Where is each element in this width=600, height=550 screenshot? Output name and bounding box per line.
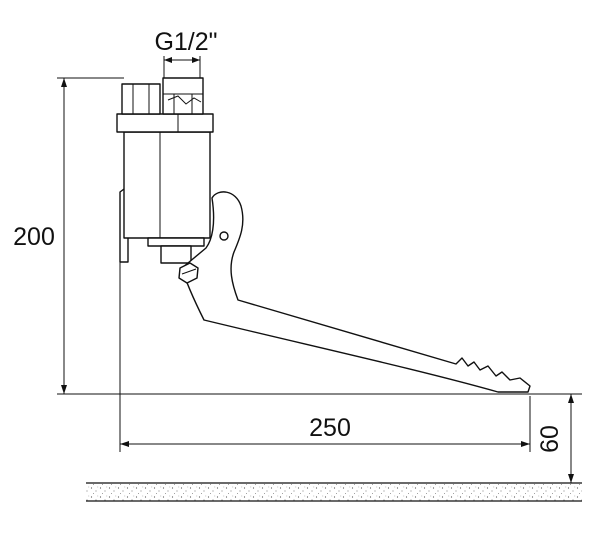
dimension-height: 200	[13, 78, 67, 394]
dimension-length: 250	[120, 414, 530, 447]
connection-label: G1/2"	[154, 28, 217, 56]
dimension-connection: G1/2"	[154, 28, 218, 63]
length-label: 250	[309, 414, 351, 442]
dimension-clearance: 60	[536, 394, 574, 483]
pedal-lever	[178, 191, 531, 393]
pivot-pin	[219, 231, 229, 241]
height-label: 200	[13, 223, 55, 251]
actuator-screw	[178, 262, 199, 284]
floor	[86, 482, 582, 502]
valve-body	[116, 77, 214, 264]
extension-lines	[57, 56, 582, 452]
clearance-label: 60	[536, 425, 564, 453]
